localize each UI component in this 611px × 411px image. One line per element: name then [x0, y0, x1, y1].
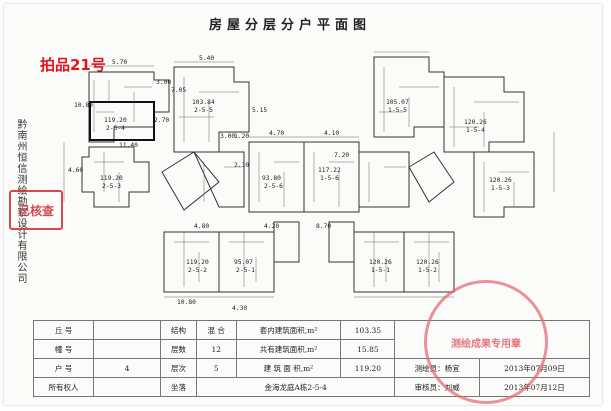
svg-text:11.40: 11.40 [119, 142, 138, 149]
svg-text:2-5-5: 2-5-5 [194, 107, 213, 114]
svg-text:4.70: 4.70 [269, 130, 284, 137]
svg-text:93.80: 93.80 [262, 175, 281, 182]
left-wing [81, 66, 305, 293]
highlighted-unit-outline [89, 101, 155, 141]
floor-plan-drawing: 119.20 2-5-4 103.84 2-5-5 119.20 2-5-3 9… [63, 51, 555, 312]
svg-text:1-5-4: 1-5-4 [466, 127, 485, 134]
svg-text:119.20: 119.20 [104, 117, 127, 124]
svg-text:10.80: 10.80 [74, 102, 93, 109]
svg-text:3.00: 3.00 [220, 133, 235, 140]
svg-text:103.84: 103.84 [192, 99, 215, 106]
svg-text:120.26: 120.26 [489, 177, 512, 184]
svg-text:2-5-3: 2-5-3 [102, 183, 121, 190]
svg-text:4.30: 4.30 [232, 305, 247, 312]
svg-text:2-5-2: 2-5-2 [188, 267, 207, 274]
svg-text:4.60: 4.60 [68, 167, 83, 174]
svg-text:1-5-3: 1-5-3 [491, 185, 510, 192]
svg-text:5.70: 5.70 [112, 59, 127, 66]
svg-text:8.70: 8.70 [316, 223, 331, 230]
svg-text:119.20: 119.20 [100, 175, 123, 182]
svg-text:95.07: 95.07 [234, 259, 253, 266]
svg-text:120.26: 120.26 [369, 259, 392, 266]
svg-text:1-5-2: 1-5-2 [418, 267, 437, 274]
svg-text:1-5-1: 1-5-1 [371, 267, 390, 274]
svg-text:3.00: 3.00 [156, 79, 171, 86]
svg-text:120.26: 120.26 [416, 259, 439, 266]
svg-text:117.22: 117.22 [318, 167, 341, 174]
svg-text:2-5-4: 2-5-4 [106, 125, 125, 132]
svg-text:7.20: 7.20 [334, 152, 349, 159]
svg-text:1-5-5: 1-5-5 [388, 107, 407, 114]
svg-text:105.07: 105.07 [386, 99, 409, 106]
property-info-table: 丘 号 结构 混 合 套内建筑面积,m² 103.35 幢 号 层数 12 共有… [32, 320, 591, 397]
lot-number-tag: 拍品21号 [40, 56, 106, 74]
svg-text:4.10: 4.10 [324, 130, 339, 137]
svg-text:4.80: 4.80 [194, 223, 209, 230]
company-name-vertical: 黔南州恒信测绘勘察设计有限公司 [15, 119, 26, 284]
svg-text:7.05: 7.05 [171, 87, 186, 94]
svg-text:4.20: 4.20 [264, 223, 279, 230]
svg-text:2.10: 2.10 [234, 162, 249, 169]
svg-text:5.40: 5.40 [199, 55, 214, 62]
svg-text:120.26: 120.26 [464, 119, 487, 126]
svg-text:10.80: 10.80 [177, 299, 196, 306]
svg-text:1-5-6: 1-5-6 [320, 175, 339, 182]
verification-stamp: 已核查 [9, 190, 63, 230]
svg-text:119.20: 119.20 [186, 259, 209, 266]
floor-plan-document: 房屋分层分户平面图 拍品21号 黔南州恒信测绘勘察设计有限公司 已核查 [4, 4, 602, 405]
svg-text:2-5-6: 2-5-6 [264, 183, 283, 190]
svg-text:5.15: 5.15 [252, 107, 267, 114]
document-title: 房屋分层分户平面图 [209, 18, 372, 33]
right-wing [303, 56, 535, 293]
svg-text:2.70: 2.70 [154, 117, 169, 124]
svg-text:2-5-1: 2-5-1 [236, 267, 255, 274]
svg-text:1.20: 1.20 [234, 133, 249, 140]
official-seal: 测绘成果专用章 [424, 280, 548, 404]
table-row: 幢 号 层数 12 共有建筑面积,m² 15.85 [32, 339, 590, 359]
